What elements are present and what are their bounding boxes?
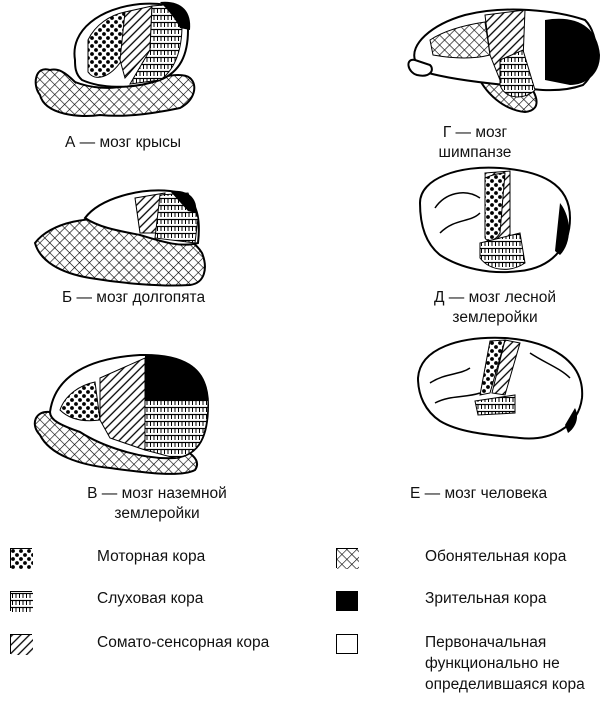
rat-somato-region xyxy=(119,5,153,80)
legend-motor-swatch xyxy=(10,548,33,569)
caption-ground-shrew: В — мозг наземной землеройки xyxy=(87,485,227,522)
human-auditory-region xyxy=(474,394,516,416)
chimp-visual-region xyxy=(545,18,600,86)
brain-tree-shrew xyxy=(418,166,572,274)
ground-shrew-auditory-region xyxy=(144,399,209,459)
brain-human xyxy=(416,336,584,440)
rat-visual-region xyxy=(160,1,191,30)
caption-rat: А — мозг крысы xyxy=(65,134,182,151)
brain-ground-shrew xyxy=(33,353,210,475)
human-motor-region xyxy=(479,339,506,396)
legend-motor-label: Моторная кора xyxy=(97,548,206,565)
ground-shrew-visual-region xyxy=(145,355,208,400)
human-somato-region xyxy=(491,339,521,396)
tree-shrew-visual-region xyxy=(555,203,569,255)
legend-undefined-label: Первоначальная функционально не определи… xyxy=(425,634,585,693)
chimp-auditory-region xyxy=(499,49,536,98)
ground-shrew-somato-region xyxy=(99,357,146,451)
legend-olfactory-label: Обонятельная кора xyxy=(425,548,567,565)
chimp-olfactory-bulb xyxy=(407,58,433,77)
caption-tree-shrew: Д — мозг лесной землеройки xyxy=(433,289,557,326)
tree-shrew-motor-region xyxy=(484,172,506,242)
legend-auditory-swatch xyxy=(10,591,33,612)
tarsier-visual-region xyxy=(170,190,197,213)
brain-tarsier xyxy=(33,189,206,287)
caption-tarsier: Б — мозг долгопята xyxy=(62,289,206,306)
ground-shrew-motor-region xyxy=(59,381,101,422)
legend-somato-swatch xyxy=(10,634,33,655)
legend-somato-label: Сомато-сенсорная кора xyxy=(97,634,270,651)
brain-rat xyxy=(34,1,196,117)
brain-chimpanzee xyxy=(407,8,600,114)
legend-visual-label: Зрительная кора xyxy=(425,590,547,607)
tree-shrew-auditory-region xyxy=(479,232,526,270)
caption-human: Е — мозг человека xyxy=(410,485,548,502)
legend-auditory-label: Слуховая кора xyxy=(97,590,204,607)
human-visual-region xyxy=(565,408,578,433)
tree-shrew-gyri-1 xyxy=(434,192,481,234)
legend-undefined-swatch xyxy=(336,634,358,654)
legend-visual-swatch xyxy=(336,591,358,611)
human-gyri xyxy=(429,352,571,404)
caption-chimpanzee: Г — мозг шимпанзе xyxy=(438,124,512,161)
legend-olfactory-swatch xyxy=(336,548,359,569)
